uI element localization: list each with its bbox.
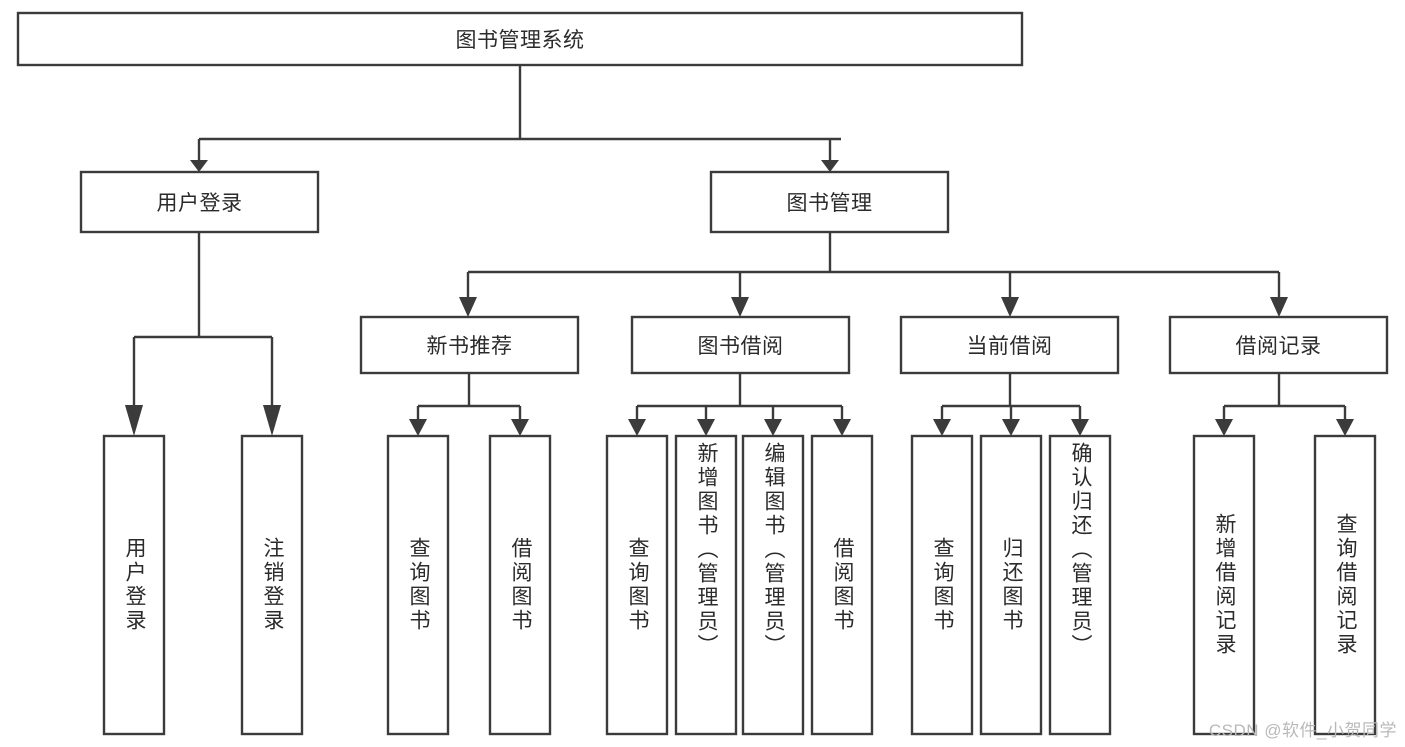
watermark: CSDN @软件_小贺同学 — [1208, 721, 1397, 740]
node-rect-borrow-record[interactable] — [1168, 315, 1389, 375]
node-rect-leaf[interactable] — [605, 434, 669, 736]
node-rect-leaf[interactable] — [979, 434, 1043, 736]
node-rect-book-borrow[interactable] — [630, 315, 851, 375]
node-rect-leaf[interactable] — [386, 434, 450, 736]
node-rect-new-book-recommend[interactable] — [359, 315, 580, 375]
arrow-heads — [125, 160, 1354, 436]
node-rect-leaf[interactable] — [741, 434, 805, 736]
node-rect-leaf[interactable] — [240, 434, 304, 736]
node-rect-leaf[interactable] — [1192, 434, 1256, 736]
node-rect-leaf[interactable] — [1048, 434, 1112, 736]
node-rect-leaf[interactable] — [910, 434, 974, 736]
node-rect-leaf[interactable] — [102, 434, 166, 736]
connector-lines — [132, 65, 1347, 419]
node-rect-leaf[interactable] — [1313, 434, 1377, 736]
node-rect-current-borrow[interactable] — [899, 315, 1120, 375]
node-rect-leaf[interactable] — [488, 434, 552, 736]
node-rect-leaf[interactable] — [810, 434, 874, 736]
node-rect-book-management[interactable] — [709, 170, 950, 234]
node-rect-user-login[interactable] — [79, 170, 320, 234]
node-rect-root[interactable] — [16, 11, 1024, 67]
node-rect-leaf[interactable] — [674, 434, 738, 736]
node-rectangles — [16, 11, 1389, 736]
